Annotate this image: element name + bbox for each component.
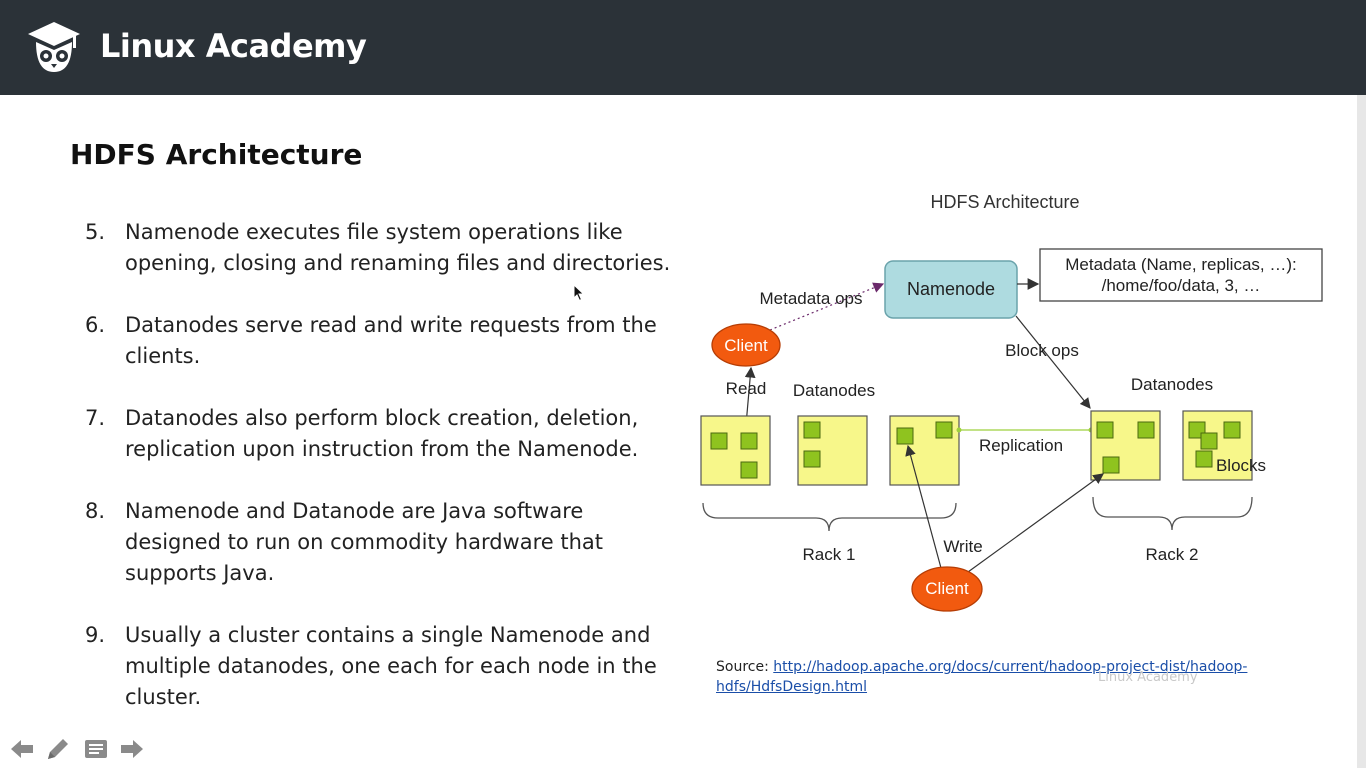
list-item: 6. Datanodes serve read and write reques… — [85, 310, 675, 372]
block-square — [1200, 432, 1218, 450]
block-square — [1223, 421, 1241, 439]
list-text: Namenode executes file system operations… — [125, 220, 671, 275]
metadata-ops-arrow — [769, 282, 885, 331]
rack2-label: Rack 2 — [1146, 545, 1199, 564]
list-item: 7. Datanodes also perform block creation… — [85, 403, 675, 465]
list-text: Datanodes also perform block creation, d… — [125, 406, 639, 461]
block-square — [740, 432, 758, 450]
list-text: Usually a cluster contains a single Name… — [125, 623, 657, 709]
brand-name: Linux Academy — [100, 27, 367, 65]
list-item: 5. Namenode executes file system operati… — [85, 217, 675, 279]
block-square — [803, 421, 821, 439]
client-top-label: Client — [724, 336, 768, 355]
rack1-label: Rack 1 — [803, 545, 856, 564]
metadata-line-1: Metadata (Name, replicas, …): — [1065, 255, 1296, 274]
source-citation: Source: http://hadoop.apache.org/docs/cu… — [716, 657, 1276, 697]
client-bottom-ellipse — [911, 566, 983, 612]
metadata-box — [1039, 248, 1323, 302]
list-item: 9. Usually a cluster contains a single N… — [85, 620, 675, 713]
metadata-ops-label: Metadata ops — [759, 289, 862, 308]
block-ops-label: Block ops — [1005, 341, 1079, 360]
block-square — [896, 427, 914, 445]
arrow-left-icon[interactable] — [8, 735, 36, 763]
source-link[interactable]: http://hadoop.apache.org/docs/current/ha… — [716, 659, 1248, 695]
block-square — [1195, 450, 1213, 468]
list-number: 5. — [85, 220, 106, 244]
block-ops-arrow — [1015, 315, 1091, 409]
diagram-title: HDFS Architecture — [930, 192, 1079, 212]
list-number: 6. — [85, 313, 106, 337]
block-square — [1102, 456, 1120, 474]
slide-title: HDFS Architecture — [70, 138, 363, 171]
datanodes-left-label: Datanodes — [793, 381, 875, 400]
block-square — [740, 461, 758, 479]
mouse-cursor-icon — [573, 284, 585, 302]
block-square — [1096, 421, 1114, 439]
block-square — [710, 432, 728, 450]
watermark: Linux Academy — [1098, 670, 1198, 685]
datanode-box — [1090, 410, 1161, 481]
scrollbar-edge — [1357, 95, 1366, 768]
list-item: 8. Namenode and Datanode are Java softwa… — [85, 496, 675, 589]
source-label: Source: — [716, 659, 769, 675]
notes-icon[interactable] — [82, 735, 110, 763]
write-arrow-left — [905, 444, 942, 569]
namenode-label: Namenode — [907, 279, 995, 299]
bullet-list: 5. Namenode executes file system operati… — [85, 217, 675, 744]
write-arrow-right — [967, 473, 1104, 573]
list-text: Namenode and Datanode are Java software … — [125, 499, 603, 585]
client-top-ellipse — [711, 323, 781, 367]
rack1-brace — [702, 502, 957, 532]
blocks-label: Blocks — [1216, 456, 1266, 475]
list-number: 8. — [85, 499, 106, 523]
pen-icon[interactable] — [44, 735, 72, 763]
metadata-line-2: /home/foo/data, 3, … — [1102, 276, 1261, 295]
list-number: 7. — [85, 406, 106, 430]
block-square — [803, 450, 821, 468]
block-square — [1137, 421, 1155, 439]
header-bar: Linux Academy — [0, 0, 1366, 95]
replication-label: Replication — [979, 436, 1063, 455]
block-square — [935, 421, 953, 439]
list-text: Datanodes serve read and write requests … — [125, 313, 657, 368]
datanode-box — [700, 415, 771, 486]
client-bottom-label: Client — [925, 579, 969, 598]
namenode-box — [884, 260, 1018, 319]
replication-start-dot — [956, 427, 962, 433]
owl-graduation-logo-icon — [28, 22, 80, 72]
datanodes-right-label: Datanodes — [1131, 375, 1213, 394]
list-number: 9. — [85, 623, 106, 647]
rack2-brace — [1092, 496, 1253, 531]
write-label: Write — [943, 537, 982, 556]
arrow-right-icon[interactable] — [118, 735, 146, 763]
read-label: Read — [726, 379, 767, 398]
